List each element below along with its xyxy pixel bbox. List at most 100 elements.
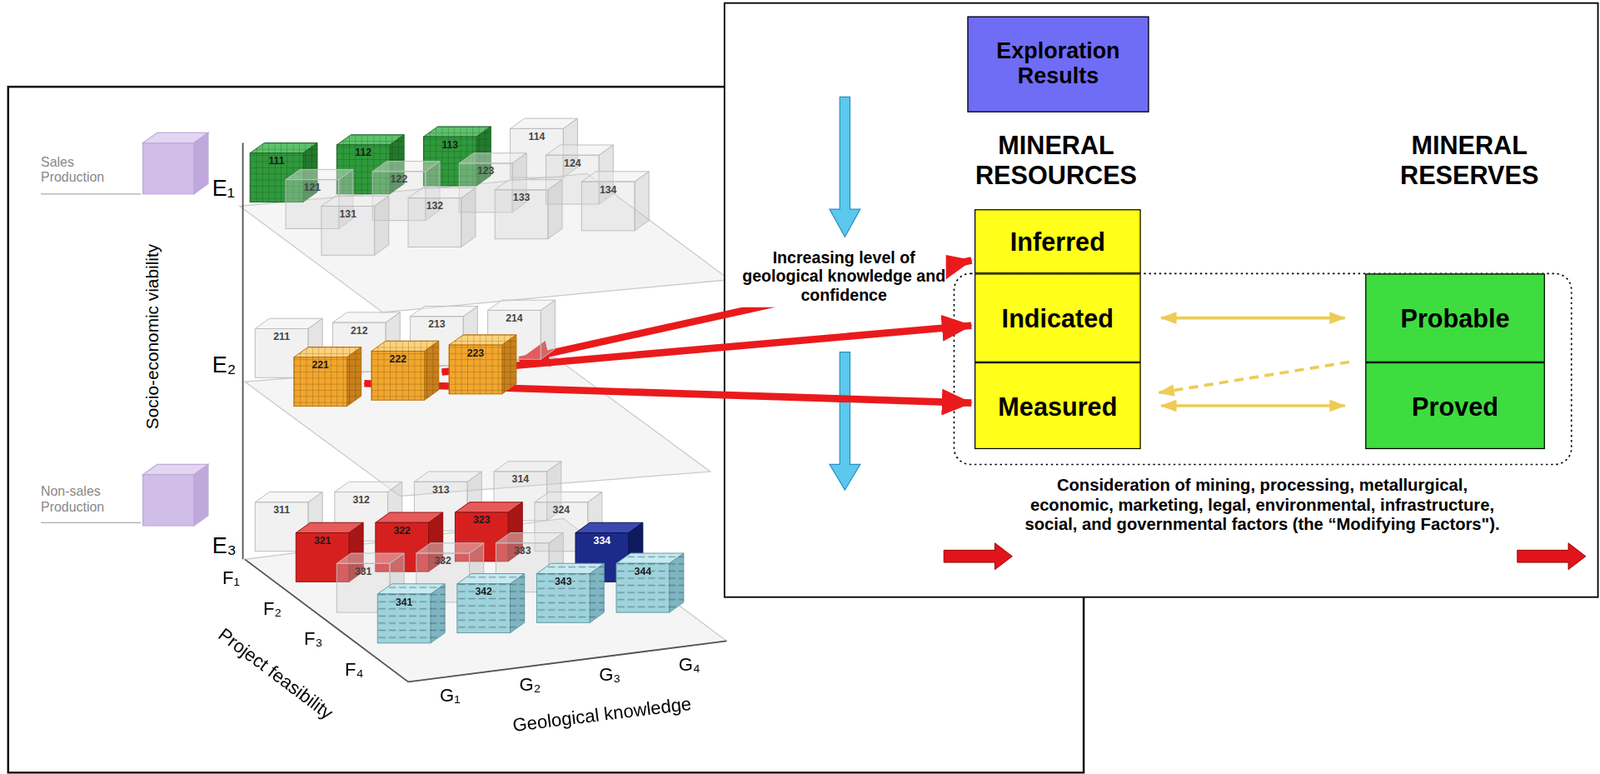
cube-number: 131 xyxy=(321,195,375,220)
axis-label: F₂ xyxy=(263,598,290,619)
down-arrow xyxy=(829,352,861,490)
axis-label: MINERAL RESERVES xyxy=(1367,130,1572,190)
conversion-arrow xyxy=(1161,316,1346,320)
red-arrow xyxy=(1517,543,1586,570)
cube-shape xyxy=(377,583,445,643)
cube-number: 312 xyxy=(334,481,389,506)
leader-line xyxy=(40,193,141,195)
category-cube: 341 xyxy=(377,583,445,643)
cube-number: 122 xyxy=(372,161,426,186)
axis-line xyxy=(242,143,245,560)
box-label: Probable xyxy=(1400,303,1510,332)
category-cube: 133 xyxy=(494,179,563,240)
classification-box: Probable xyxy=(1365,273,1546,363)
dotted-outline xyxy=(953,273,1571,464)
cube-number: 133 xyxy=(494,179,549,205)
conversion-arrow xyxy=(1158,361,1349,393)
leader-line xyxy=(40,522,141,524)
category-cube: 221 xyxy=(294,347,362,407)
axis-label: G₂ xyxy=(519,674,547,696)
cube-number: 333 xyxy=(495,533,549,558)
cube-number: 213 xyxy=(410,306,464,331)
box-label: Measured xyxy=(997,391,1117,420)
note-text: Increasing level of geological knowledge… xyxy=(742,246,947,307)
box-label: Proved xyxy=(1411,391,1499,420)
axis-label: Non-sales Production xyxy=(40,484,121,516)
cube-number: 331 xyxy=(336,553,390,578)
cube-number: 212 xyxy=(332,312,386,337)
cube-number: 321 xyxy=(295,522,349,547)
cube-number: 313 xyxy=(413,471,468,496)
cube-number: 214 xyxy=(488,299,542,324)
axis-label: Socio-economic viability xyxy=(143,224,164,449)
category-cube: 131 xyxy=(321,195,389,255)
category-cube: 132 xyxy=(408,187,476,247)
cube-number: 123 xyxy=(458,153,513,178)
cube-shape xyxy=(321,195,389,255)
cube-number: 111 xyxy=(249,143,304,168)
cube-shape xyxy=(371,340,439,400)
cube-number: 341 xyxy=(377,583,431,609)
box-label: Exploration Results xyxy=(968,39,1149,90)
production-cube xyxy=(143,463,209,526)
cube-number: 221 xyxy=(294,347,348,372)
down-arrow xyxy=(829,96,861,237)
production-cube xyxy=(143,132,209,195)
cube-number: 223 xyxy=(448,334,503,359)
red-arrow xyxy=(943,543,1012,570)
cube-number: 114 xyxy=(510,118,564,143)
axis-line xyxy=(408,640,727,682)
category-cube: 342 xyxy=(457,573,525,634)
axis-label: F₃ xyxy=(304,628,331,650)
cube-number: 211 xyxy=(254,318,309,343)
cube-number: 113 xyxy=(423,126,477,151)
cube-number: 342 xyxy=(457,573,511,599)
conversion-arrow xyxy=(1161,403,1346,408)
cube-shape xyxy=(616,553,684,613)
cube-number: 323 xyxy=(454,502,509,527)
cube-shape xyxy=(581,171,649,231)
note-text: Consideration of mining, processing, met… xyxy=(1016,475,1507,534)
cube-number: 222 xyxy=(371,340,425,365)
cube-number: 324 xyxy=(534,492,589,517)
right-panel xyxy=(724,3,1599,598)
axis-label: G₄ xyxy=(678,653,706,675)
box-label: Inferred xyxy=(1010,227,1106,256)
cube-shape xyxy=(294,347,362,407)
axis-label: E₂ xyxy=(212,352,244,379)
cube-number: 134 xyxy=(581,171,635,196)
axis-label: E₃ xyxy=(212,533,244,559)
category-cube: 222 xyxy=(371,340,439,400)
cube-number: 311 xyxy=(254,492,309,517)
cube-number: 343 xyxy=(536,563,590,588)
axis-label: F₄ xyxy=(344,658,372,680)
classification-box: Proved xyxy=(1365,362,1546,449)
cube-number: 124 xyxy=(545,144,599,170)
cube-number: 112 xyxy=(336,134,390,160)
classification-box: Inferred xyxy=(974,209,1142,274)
axis-label: MINERAL RESOURCES xyxy=(953,130,1158,190)
axis-label: G₃ xyxy=(598,664,626,686)
cube-shape xyxy=(448,334,517,394)
classification-box: Measured xyxy=(974,362,1142,449)
axis-label: Sales Production xyxy=(40,154,121,186)
classification-box: Indicated xyxy=(974,273,1142,363)
cube-shape xyxy=(494,179,563,240)
category-cube: 344 xyxy=(616,553,684,613)
category-cube: 343 xyxy=(536,563,604,623)
axis-label: E₁ xyxy=(212,175,244,202)
cube-number: 344 xyxy=(616,553,670,578)
cube-number: 314 xyxy=(493,461,548,486)
axis-label: F₁ xyxy=(222,567,250,589)
classification-box: Exploration Results xyxy=(966,16,1149,113)
cube-shape xyxy=(408,187,476,247)
axis-label: G₁ xyxy=(439,684,467,706)
cube-number: 332 xyxy=(416,543,470,568)
cube-shape xyxy=(457,573,525,634)
box-label: Indicated xyxy=(1001,303,1114,332)
cube-number: 334 xyxy=(575,522,629,547)
cube-number: 132 xyxy=(408,187,462,212)
cube-shape xyxy=(536,563,604,623)
cube-number: 121 xyxy=(285,169,339,194)
